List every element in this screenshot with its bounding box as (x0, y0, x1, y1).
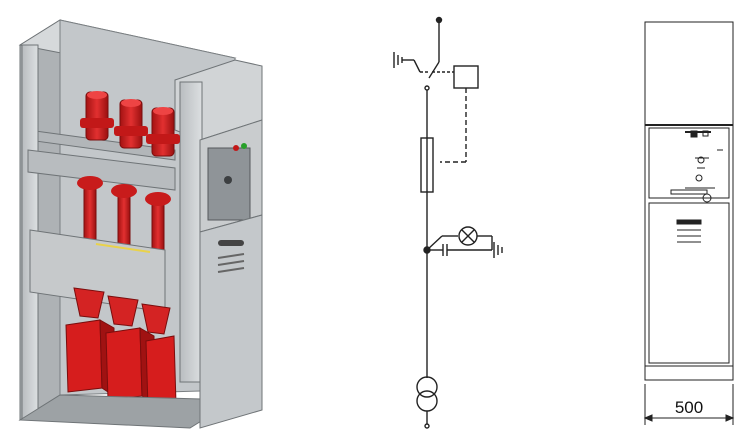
mechanism-box (453, 65, 479, 89)
lower-door-outline (648, 202, 730, 364)
cabinet-outline (644, 21, 734, 381)
insulator (80, 91, 114, 141)
cabinet-3d-view (0, 0, 290, 438)
insulator (114, 99, 148, 149)
front-elevation: 500 (625, 0, 749, 438)
door-handle (218, 240, 244, 246)
front-elevation-drawing: 500 (643, 21, 735, 425)
front-right-pillar (179, 81, 203, 383)
bottom-cones (73, 287, 171, 335)
operating-shaft (224, 176, 232, 184)
mechanism-window (648, 127, 730, 199)
switch-blade (428, 61, 440, 79)
indicator-red (233, 145, 239, 151)
middle-crossbar (27, 149, 176, 191)
plinth (644, 365, 734, 381)
indicator-green (241, 143, 247, 149)
top-insulators (80, 91, 180, 157)
mechanism-panel (207, 147, 251, 221)
cabinet-illustration (18, 19, 263, 429)
earth-symbol (493, 242, 503, 258)
lower-door (199, 214, 263, 429)
single-line-diagram (380, 0, 520, 438)
top-terminal (435, 16, 443, 24)
transformer-primary (416, 376, 438, 398)
transformer-secondary (416, 390, 438, 412)
earthing-switch-symbol (393, 52, 421, 73)
width-dimension-label: 500 (675, 398, 703, 417)
insulator (146, 107, 180, 157)
bottom-terminal (424, 423, 430, 429)
schematic-drawing (393, 16, 503, 429)
link-rod (95, 243, 151, 253)
